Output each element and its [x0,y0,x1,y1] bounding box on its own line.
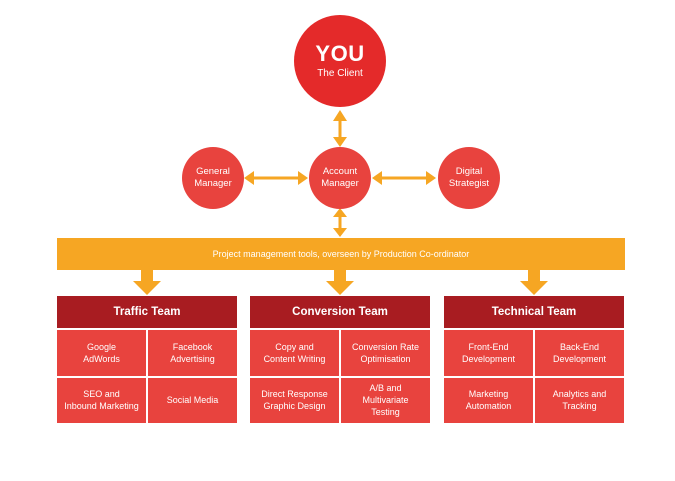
cell-line: Analytics and [552,389,607,400]
technical-team-cell-front-end: Front-End Development [444,330,533,376]
arrow-bar-conversion-shaft [334,269,346,283]
cell-line: Automation [465,401,512,412]
general-manager-node: General Manager [182,147,244,209]
cell-line: SEO and [83,389,120,400]
cell-line: A/B and [369,383,402,394]
technical-team-cell-marketing-automation: Marketing Automation [444,377,533,423]
production-coordinator-bar: Project management tools, overseen by Pr… [57,238,625,270]
account-manager-label-line2: Manager [321,178,359,189]
cell-line: Social Media [166,395,219,406]
digital-strategist-label-line1: Digital [455,166,483,178]
cell-line: Advertising [170,353,215,364]
conversion-team-header: Conversion Team [250,296,430,328]
traffic-team-header: Traffic Team [57,296,237,328]
account-manager-label-line1: Account [322,166,358,178]
arrow-gm-account-shaft [252,176,299,180]
technical-team-grid: Front-End Development Back-End Developme… [444,330,624,423]
technical-team-cell-back-end: Back-End Development [535,330,624,376]
traffic-team-grid: Google AdWords Facebook Advertising SEO … [57,330,237,423]
cell-line: Google [86,341,116,352]
arrow-client-account-head-down [333,137,347,147]
arrow-bar-technical-shaft [528,269,540,283]
arrow-account-ds-head-left [372,171,382,185]
client-subtitle: The Client [317,67,363,79]
conversion-team-cell-ab-testing: A/B and Multivariate Testing [341,377,430,423]
cell-line: Development [552,353,607,364]
arrow-bar-technical-head [520,281,548,295]
traffic-team-cell-google-adwords: Google AdWords [57,330,146,376]
cell-line: AdWords [83,353,120,364]
arrow-bar-traffic-shaft [141,269,153,283]
cell-line: Front-End [468,341,509,352]
cell-line: Optimisation [360,353,411,364]
cell-line: Graphic Design [263,401,326,412]
cell-line: Direct Response [261,389,328,400]
arrow-account-ds-shaft [381,176,428,180]
cell-line: Testing [371,407,400,418]
arrow-bar-traffic-head [133,281,161,295]
account-manager-node: Account Manager [309,147,371,209]
cell-line: Content Writing [263,353,326,364]
client-title: YOU [315,40,365,66]
arrow-account-bar-head-down [333,228,347,237]
arrow-account-bar-head-up [333,208,347,217]
arrow-bar-conversion-head [326,281,354,295]
arrow-client-account-shaft [338,119,342,139]
production-coordinator-label: Project management tools, overseen by Pr… [212,249,470,259]
technical-team-header: Technical Team [444,296,624,328]
general-manager-label-line1: General [196,166,230,178]
arrow-gm-account-head-right [298,171,308,185]
digital-strategist-label-line2: Strategist [448,178,490,189]
technical-team: Technical Team Front-End Development Bac… [444,296,624,423]
arrow-account-ds-head-right [426,171,436,185]
cell-line: Copy and [275,341,314,352]
cell-line: Back-End [559,341,600,352]
cell-line: Marketing [468,389,509,400]
conversion-team-cell-cro: Conversion Rate Optimisation [341,330,430,376]
general-manager-label-line2: Manager [194,178,232,189]
conversion-team-cell-copy-content: Copy and Content Writing [250,330,339,376]
conversion-team-grid: Copy and Content Writing Conversion Rate… [250,330,430,423]
traffic-team: Traffic Team Google AdWords Facebook Adv… [57,296,237,423]
conversion-team: Conversion Team Copy and Content Writing… [250,296,430,423]
cell-line: Conversion Rate [351,341,420,352]
cell-line: Multivariate [362,395,409,406]
arrow-gm-account-head-left [244,171,254,185]
digital-strategist-node: Digital Strategist [438,147,500,209]
cell-line: Tracking [562,401,597,412]
cell-line: Inbound Marketing [64,401,139,412]
arrow-account-bar-shaft [338,214,342,230]
cell-line: Development [461,353,516,364]
technical-team-cell-analytics-tracking: Analytics and Tracking [535,377,624,423]
conversion-team-cell-direct-response: Direct Response Graphic Design [250,377,339,423]
arrow-client-account-head-up [333,110,347,121]
traffic-team-cell-facebook-advertising: Facebook Advertising [148,330,237,376]
traffic-team-cell-seo-inbound: SEO and Inbound Marketing [57,377,146,423]
client-node: YOU The Client [294,15,386,107]
traffic-team-cell-social-media: Social Media [148,377,237,423]
cell-line: Facebook [172,341,213,352]
